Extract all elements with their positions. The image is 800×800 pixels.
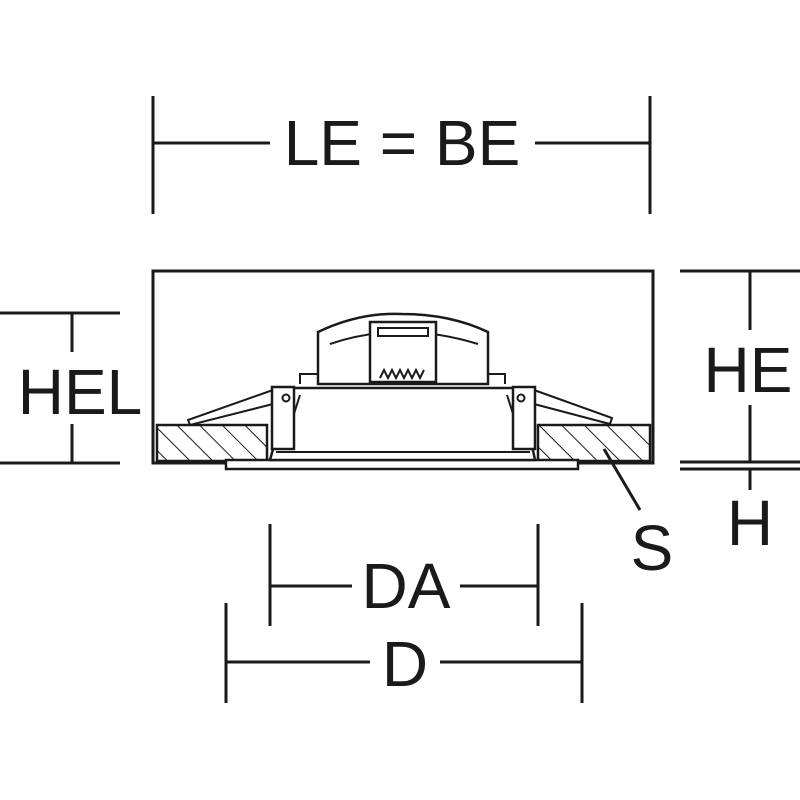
trim-height-label: H	[727, 487, 773, 559]
ceiling-section	[155, 423, 652, 463]
right-height-label: HE	[704, 334, 793, 406]
left-height-dimension: HEL	[0, 311, 143, 465]
aperture-dimension: DA	[268, 524, 540, 626]
outer-diameter-label: D	[382, 628, 428, 700]
luminaire-body	[186, 312, 614, 471]
aperture-label: DA	[362, 550, 451, 622]
outer-diameter-dimension: D	[224, 603, 584, 703]
right-height-dimension: HE H	[680, 269, 800, 559]
ceiling-label: S	[631, 512, 674, 584]
ceiling-leader: S	[602, 448, 674, 584]
width-dimension: LE = BE	[151, 96, 652, 214]
left-height-label: HEL	[18, 356, 143, 428]
width-label: LE = BE	[284, 107, 521, 179]
